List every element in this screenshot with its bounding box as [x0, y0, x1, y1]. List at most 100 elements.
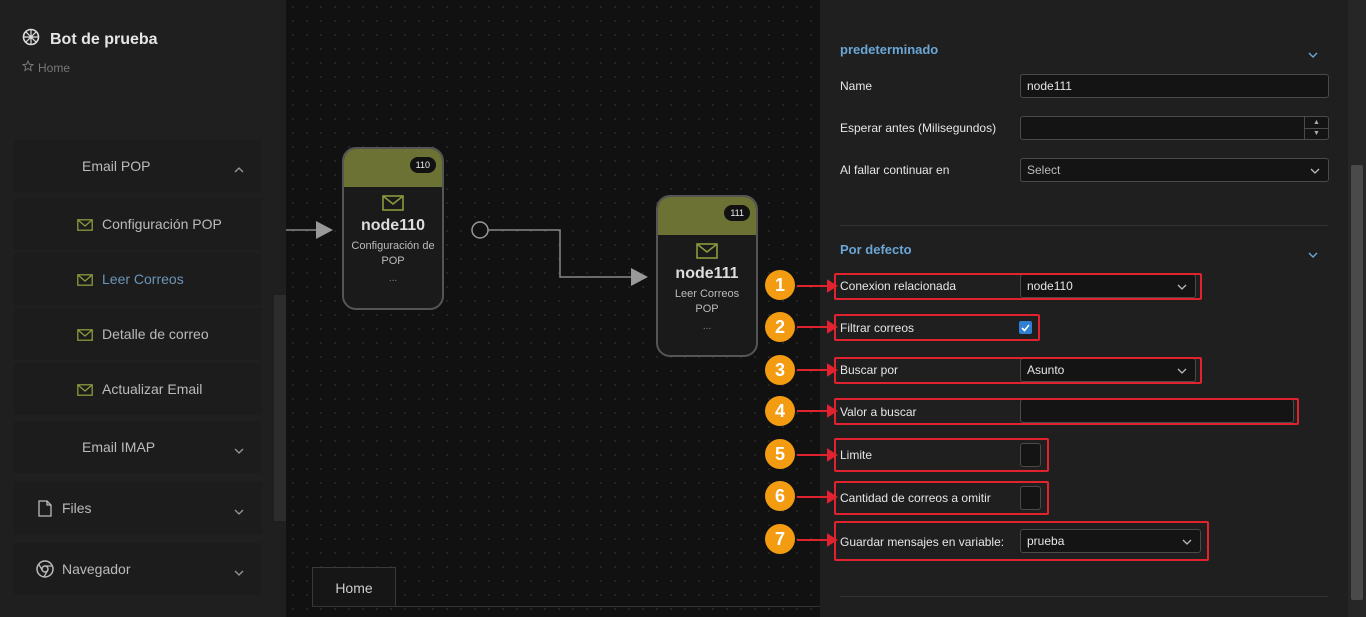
- star-icon: [21, 59, 35, 75]
- limite-label: Limite: [840, 448, 873, 462]
- buscar-label: Buscar por: [840, 363, 899, 377]
- callout-3: 3: [765, 355, 795, 385]
- chevron-down-icon[interactable]: [1308, 45, 1318, 63]
- flow-node-110[interactable]: 110 node110 Configuración de POP ...: [342, 147, 444, 310]
- stepper-up-icon[interactable]: ▲: [1305, 117, 1328, 129]
- flow-canvas[interactable]: 110 node110 Configuración de POP ... 111…: [286, 0, 820, 617]
- filtrar-checkbox[interactable]: [1019, 321, 1032, 334]
- file-icon: [38, 500, 52, 520]
- chevron-down-icon: [1177, 363, 1187, 377]
- mail-icon: [344, 195, 442, 211]
- sidebar-item-label: Configuración POP: [102, 216, 222, 232]
- mail-icon: [77, 218, 93, 234]
- guardar-label: Guardar mensajes en variable:: [840, 535, 1005, 549]
- sidebar-item-label: Email POP: [82, 158, 151, 174]
- chevron-down-icon: [1182, 534, 1192, 548]
- node-more[interactable]: ...: [388, 273, 398, 284]
- stepper-down-icon[interactable]: ▼: [1313, 130, 1320, 138]
- sidebar-item-label: Files: [62, 500, 92, 516]
- sidebar-item-label: Actualizar Email: [102, 381, 203, 397]
- mail-icon: [77, 328, 93, 344]
- sidebar-item-configuracion-pop[interactable]: Configuración POP: [14, 198, 262, 250]
- callout-6: 6: [765, 481, 795, 511]
- sidebar-item-leer-correos[interactable]: Leer Correos: [14, 253, 262, 305]
- chevron-down-icon: [1177, 279, 1187, 293]
- limite-input[interactable]: [1020, 443, 1041, 467]
- chevron-down-icon: [1310, 163, 1320, 177]
- callout-7: 7: [765, 524, 795, 554]
- section-predeterminado-title[interactable]: predeterminado: [840, 42, 939, 57]
- node-badge: 111: [724, 205, 750, 221]
- node-header: 111: [658, 197, 756, 235]
- section-divider: [840, 225, 1328, 226]
- sidebar-scrollbar[interactable]: [274, 295, 286, 521]
- conexion-value: node110: [1027, 279, 1073, 293]
- sidebar-item-label: Detalle de correo: [102, 326, 209, 342]
- node-subtitle: Leer Correos POP: [674, 288, 740, 315]
- wait-input[interactable]: ▲ ▼: [1020, 116, 1329, 140]
- node-name: node110: [360, 217, 426, 234]
- guardar-select[interactable]: prueba: [1020, 529, 1201, 553]
- chevron-down-icon[interactable]: [1308, 245, 1318, 263]
- section-divider: [840, 596, 1328, 597]
- sidebar-item-navegador[interactable]: Navegador: [14, 543, 262, 595]
- app-title: Bot de prueba: [50, 30, 158, 48]
- highlight-box-5: [834, 438, 1049, 472]
- tab-bar-divider: [312, 606, 820, 607]
- conexion-label: Conexion relacionada: [840, 279, 957, 293]
- sidebar: Bot de prueba Home Email POP Configuraci…: [0, 0, 286, 617]
- buscar-select[interactable]: Asunto: [1020, 358, 1196, 382]
- highlight-box-6: [834, 481, 1049, 515]
- highlight-box-4: [834, 398, 1299, 425]
- sidebar-item-label: Email IMAP: [82, 439, 156, 455]
- flow-node-111[interactable]: 111 node111 Leer Correos POP ...: [656, 195, 758, 357]
- mail-icon: [77, 273, 93, 289]
- section-por-defecto-title[interactable]: Por defecto: [840, 242, 912, 257]
- valor-label: Valor a buscar: [840, 405, 917, 419]
- wait-stepper[interactable]: ▲ ▼: [1304, 117, 1328, 139]
- wait-label: Esperar antes (Milisegundos): [840, 121, 997, 135]
- chevron-up-icon: [234, 160, 244, 176]
- mail-icon: [77, 383, 93, 399]
- node-badge: 110: [409, 157, 436, 173]
- node-more[interactable]: ...: [702, 321, 712, 332]
- callout-4: 4: [765, 396, 795, 426]
- sidebar-item-email-pop[interactable]: Email POP: [14, 140, 262, 192]
- highlight-box-1: [834, 273, 1202, 300]
- callout-1: 1: [765, 270, 795, 300]
- node-subtitle: Configuración de POP: [351, 240, 435, 267]
- chevron-down-icon: [234, 502, 244, 518]
- panel-scrollbar-thumb[interactable]: [1351, 165, 1363, 600]
- sidebar-item-files[interactable]: Files: [14, 482, 262, 534]
- fail-select[interactable]: Select: [1020, 158, 1329, 182]
- sidebar-item-detalle-correo[interactable]: Detalle de correo: [14, 308, 262, 360]
- highlight-box-7: [834, 521, 1209, 561]
- node-header: 110: [344, 149, 442, 187]
- tab-home[interactable]: Home: [312, 567, 396, 607]
- brand[interactable]: Bot de prueba: [22, 28, 158, 51]
- node-name: node111: [675, 265, 739, 282]
- callout-5: 5: [765, 439, 795, 469]
- sidebar-item-email-imap[interactable]: Email IMAP: [14, 421, 262, 473]
- chevron-down-icon: [234, 441, 244, 457]
- chevron-down-icon: [234, 563, 244, 579]
- sidebar-item-label: Navegador: [62, 561, 131, 577]
- name-label: Name: [840, 79, 873, 93]
- highlight-box-2: [834, 314, 1040, 341]
- omitir-input[interactable]: [1020, 486, 1041, 510]
- fail-label: Al fallar continuar en: [840, 163, 950, 177]
- callout-2: 2: [765, 312, 795, 342]
- properties-panel: predeterminado Name node111 Esperar ante…: [820, 0, 1348, 617]
- chrome-icon: [36, 560, 54, 581]
- sidebar-item-label: Leer Correos: [102, 271, 184, 287]
- filtrar-label: Filtrar correos: [840, 321, 915, 335]
- name-input[interactable]: node111: [1020, 74, 1329, 98]
- highlight-box-3: [834, 357, 1202, 384]
- fail-select-placeholder: Select: [1027, 163, 1061, 177]
- sidebar-item-actualizar-email[interactable]: Actualizar Email: [14, 363, 262, 415]
- buscar-value: Asunto: [1027, 363, 1065, 377]
- breadcrumb[interactable]: Home: [21, 59, 70, 75]
- check-icon: [1021, 319, 1030, 337]
- mail-icon: [658, 243, 756, 259]
